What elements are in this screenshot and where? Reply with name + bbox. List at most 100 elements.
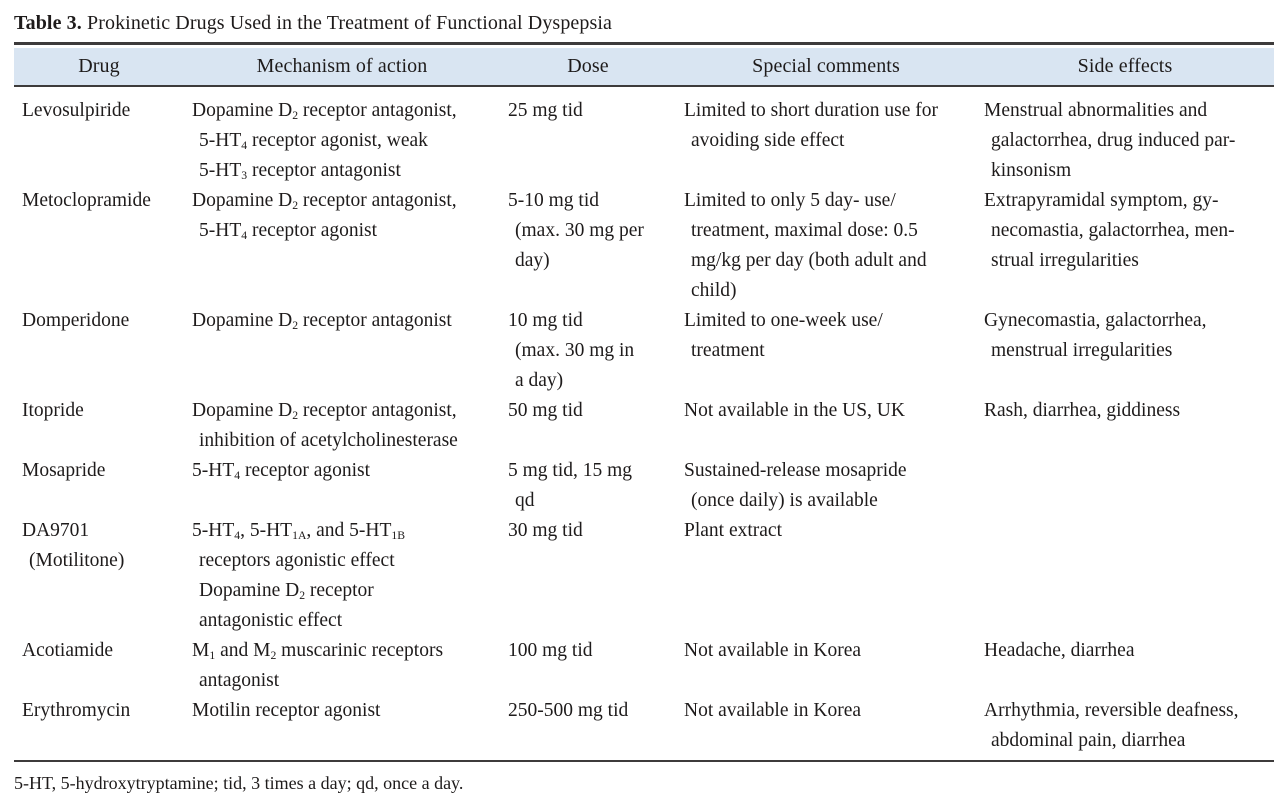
cell-line: 30 mg tid [508, 520, 583, 541]
cell-line: Erythromycin [22, 700, 131, 721]
table-row: DA9701(Motilitone)5-HT4, 5-HT1A, and 5-H… [14, 516, 1274, 636]
cell-line: (once daily) is available [691, 490, 878, 511]
cell-special_comments: Sustained-release mosapride (once daily) … [676, 456, 976, 516]
cell-line: child) [691, 280, 737, 301]
cell-line: antagonistic effect [199, 610, 343, 631]
cell-side_effects: Headache, diarrhea [976, 636, 1274, 696]
subscript: 1B [391, 529, 406, 543]
cell-line: Not available in the US, UK [684, 400, 905, 421]
table-row: Erythromycin Motilin receptor agonist 250-… [14, 696, 1274, 761]
cell-line: Dopamine D2 receptor antagonist, [192, 100, 457, 123]
cell-line: 5-10 mg tid [508, 190, 599, 211]
cell-mechanism: Motilin receptor agonist [184, 696, 500, 761]
table-number: Table 3. [14, 12, 82, 34]
cell-mechanism: Dopamine D2 receptor antagonist,5-HT4 re… [184, 86, 500, 186]
cell-special_comments: Not available in the US, UK [676, 396, 976, 456]
cell-line: 250-500 mg tid [508, 700, 629, 721]
cell-line: Dopamine D2 receptor [199, 580, 374, 603]
cell-line: Gynecomastia, galactorrhea, [984, 310, 1207, 331]
cell-line: 5-HT4 receptor agonist [199, 220, 378, 243]
cell-dose: 5-10 mg tid (max. 30 mg per day) [500, 186, 676, 306]
cell-line: galactorrhea, drug induced par- [991, 130, 1236, 151]
subscript: 3 [241, 169, 248, 183]
cell-line: Dopamine D2 receptor antagonist [192, 310, 452, 333]
subscript: 2 [292, 109, 299, 123]
cell-mechanism: Dopamine D2 receptor antagonist, 5-HT4 re… [184, 186, 500, 306]
cell-line: abdominal pain, diarrhea [991, 730, 1186, 751]
subscript: 1A [292, 529, 307, 543]
cell-drug: Acotiamide [14, 636, 184, 696]
cell-line: necomastia, galactorrhea, men- [991, 220, 1235, 241]
cell-drug: Levosulpiride [14, 86, 184, 186]
cell-line: (Motilitone) [29, 550, 125, 571]
cell-line: 5-HT4 receptor agonist [192, 460, 371, 483]
cell-line: M1 and M2 muscarinic receptors [192, 640, 444, 663]
cell-side_effects: Menstrual abnormalities and galactorrhea,… [976, 86, 1274, 186]
column-header-mechanism: Mechanism of action [184, 48, 500, 87]
cell-special_comments: Not available in Korea [676, 696, 976, 761]
subscript: 4 [241, 229, 248, 243]
cell-special_comments: Limited to one-week use/treatment [676, 306, 976, 396]
subscript: 4 [234, 529, 241, 543]
cell-mechanism: Dopamine D2 receptor antagonist,inhibiti… [184, 396, 500, 456]
cell-line: Levosulpiride [22, 100, 131, 121]
cell-line: kinsonism [991, 160, 1072, 181]
cell-line: Arrhythmia, reversible deafness, [984, 700, 1239, 721]
cell-side_effects: Gynecomastia, galactorrhea,menstrual irr… [976, 306, 1274, 396]
subscript: 2 [299, 589, 306, 603]
cell-line: 5-HT4, 5-HT1A, and 5-HT1B [192, 520, 406, 543]
table-row: Acotiamide M1 and M2 muscarinic receptors… [14, 636, 1274, 696]
cell-side_effects: Arrhythmia, reversible deafness, abdomina… [976, 696, 1274, 761]
cell-special_comments: Not available in Korea [676, 636, 976, 696]
cell-side_effects: Extrapyramidal symptom, gy-necomastia, g… [976, 186, 1274, 306]
cell-line: Acotiamide [22, 640, 113, 661]
cell-line: Motilin receptor agonist [192, 700, 381, 721]
cell-line: mg/kg per day (both adult and [691, 250, 927, 271]
table-row: Levosulpiride Dopamine D2 receptor antago… [14, 86, 1274, 186]
subscript: 4 [234, 469, 241, 483]
cell-special_comments: Limited to only 5 day- use/treatment, ma… [676, 186, 976, 306]
cell-line: Dopamine D2 receptor antagonist, [192, 400, 457, 423]
cell-line: Dopamine D2 receptor antagonist, [192, 190, 457, 213]
column-header-special_comments: Special comments [676, 48, 976, 87]
cell-line: avoiding side effect [691, 130, 845, 151]
cell-line: Extrapyramidal symptom, gy- [984, 190, 1219, 211]
cell-line: a day) [515, 370, 564, 391]
cell-side_effects [976, 516, 1274, 636]
cell-line: 50 mg tid [508, 400, 583, 421]
cell-dose: 50 mg tid [500, 396, 676, 456]
cell-line: receptors agonistic effect [199, 550, 395, 571]
cell-line: Rash, diarrhea, giddiness [984, 400, 1181, 421]
cell-line: Headache, diarrhea [984, 640, 1135, 661]
cell-line: Not available in Korea [684, 640, 862, 661]
cell-line: day) [515, 250, 550, 271]
cell-line: Limited to one-week use/ [684, 310, 883, 331]
table-title: Table 3. Prokinetic Drugs Used in the Tr… [14, 10, 1274, 36]
cell-line: 25 mg tid [508, 100, 583, 121]
cell-line: Not available in Korea [684, 700, 862, 721]
cell-dose: 30 mg tid [500, 516, 676, 636]
cell-line: 100 mg tid [508, 640, 593, 661]
cell-special_comments: Plant extract [676, 516, 976, 636]
cell-line: (max. 30 mg in [515, 340, 635, 361]
cell-line: strual irregularities [991, 250, 1139, 271]
subscript: 1 [209, 649, 216, 663]
subscript: 2 [292, 199, 299, 213]
cell-line: Sustained-release mosapride [684, 460, 907, 481]
cell-side_effects: Rash, diarrhea, giddiness [976, 396, 1274, 456]
column-header-side_effects: Side effects [976, 48, 1274, 87]
cell-line: (max. 30 mg per [515, 220, 644, 241]
cell-mechanism: Dopamine D2 receptor antagonist [184, 306, 500, 396]
cell-line: Menstrual abnormalities and [984, 100, 1208, 121]
cell-line: 10 mg tid [508, 310, 583, 331]
cell-drug: Metoclopramide [14, 186, 184, 306]
